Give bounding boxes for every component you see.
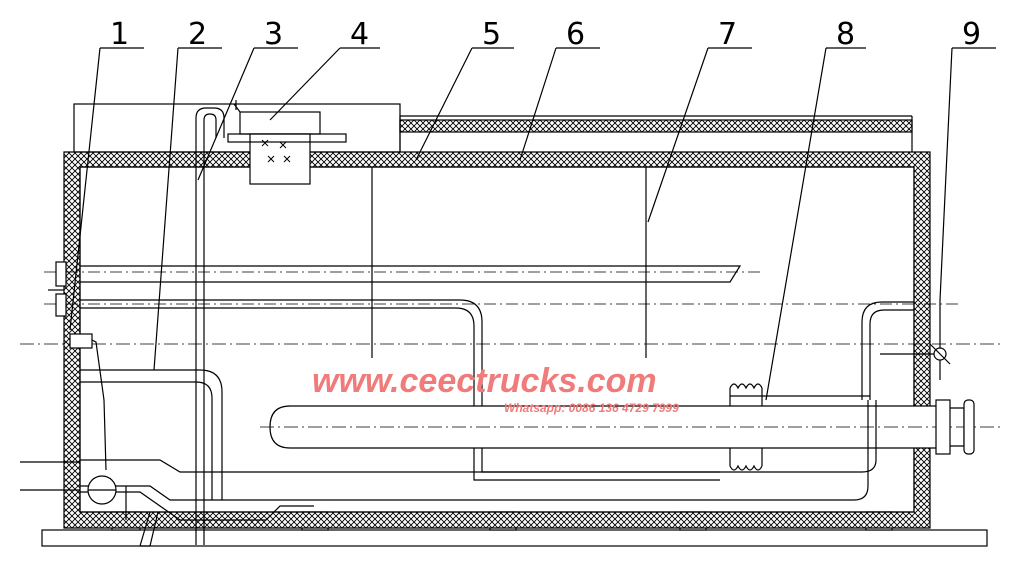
callout-7: 7 xyxy=(718,17,737,52)
callout-9: 9 xyxy=(962,17,981,52)
base-plate xyxy=(41,529,988,547)
callout-2: 2 xyxy=(188,17,207,52)
callout-labels: 1 2 3 4 5 6 7 8 9 xyxy=(110,17,981,52)
return-pipe-loop xyxy=(80,299,720,473)
expansion-bellows xyxy=(729,383,870,471)
drain-outlet xyxy=(139,511,159,547)
bottom-drain-pipe xyxy=(80,400,877,473)
vent-pipe xyxy=(195,107,225,150)
float-level-gauge xyxy=(48,289,127,520)
top-insulation-strip xyxy=(399,119,913,133)
watermark-whatsapp: Whatsapp: 0086 136 4729 7999 xyxy=(504,401,679,415)
outlet-valve xyxy=(880,300,951,380)
callout-5: 5 xyxy=(482,17,501,52)
heater-flange xyxy=(935,399,951,455)
tank-inner-wall xyxy=(79,166,915,513)
callout-4: 4 xyxy=(350,17,369,52)
vertical-standpipe xyxy=(195,150,205,545)
callout-8: 8 xyxy=(836,17,855,52)
upper-heating-pipe xyxy=(80,265,742,283)
inlet-pipe xyxy=(80,369,223,500)
watermark-url: www.ceectrucks.com xyxy=(312,362,657,400)
callout-leaders xyxy=(69,47,996,401)
callout-1: 1 xyxy=(110,17,129,52)
manhole-assembly xyxy=(227,100,347,185)
callout-6: 6 xyxy=(566,17,585,52)
right-pipe-loop xyxy=(861,301,914,400)
callout-3: 3 xyxy=(264,17,283,52)
top-left-housing xyxy=(73,103,401,153)
